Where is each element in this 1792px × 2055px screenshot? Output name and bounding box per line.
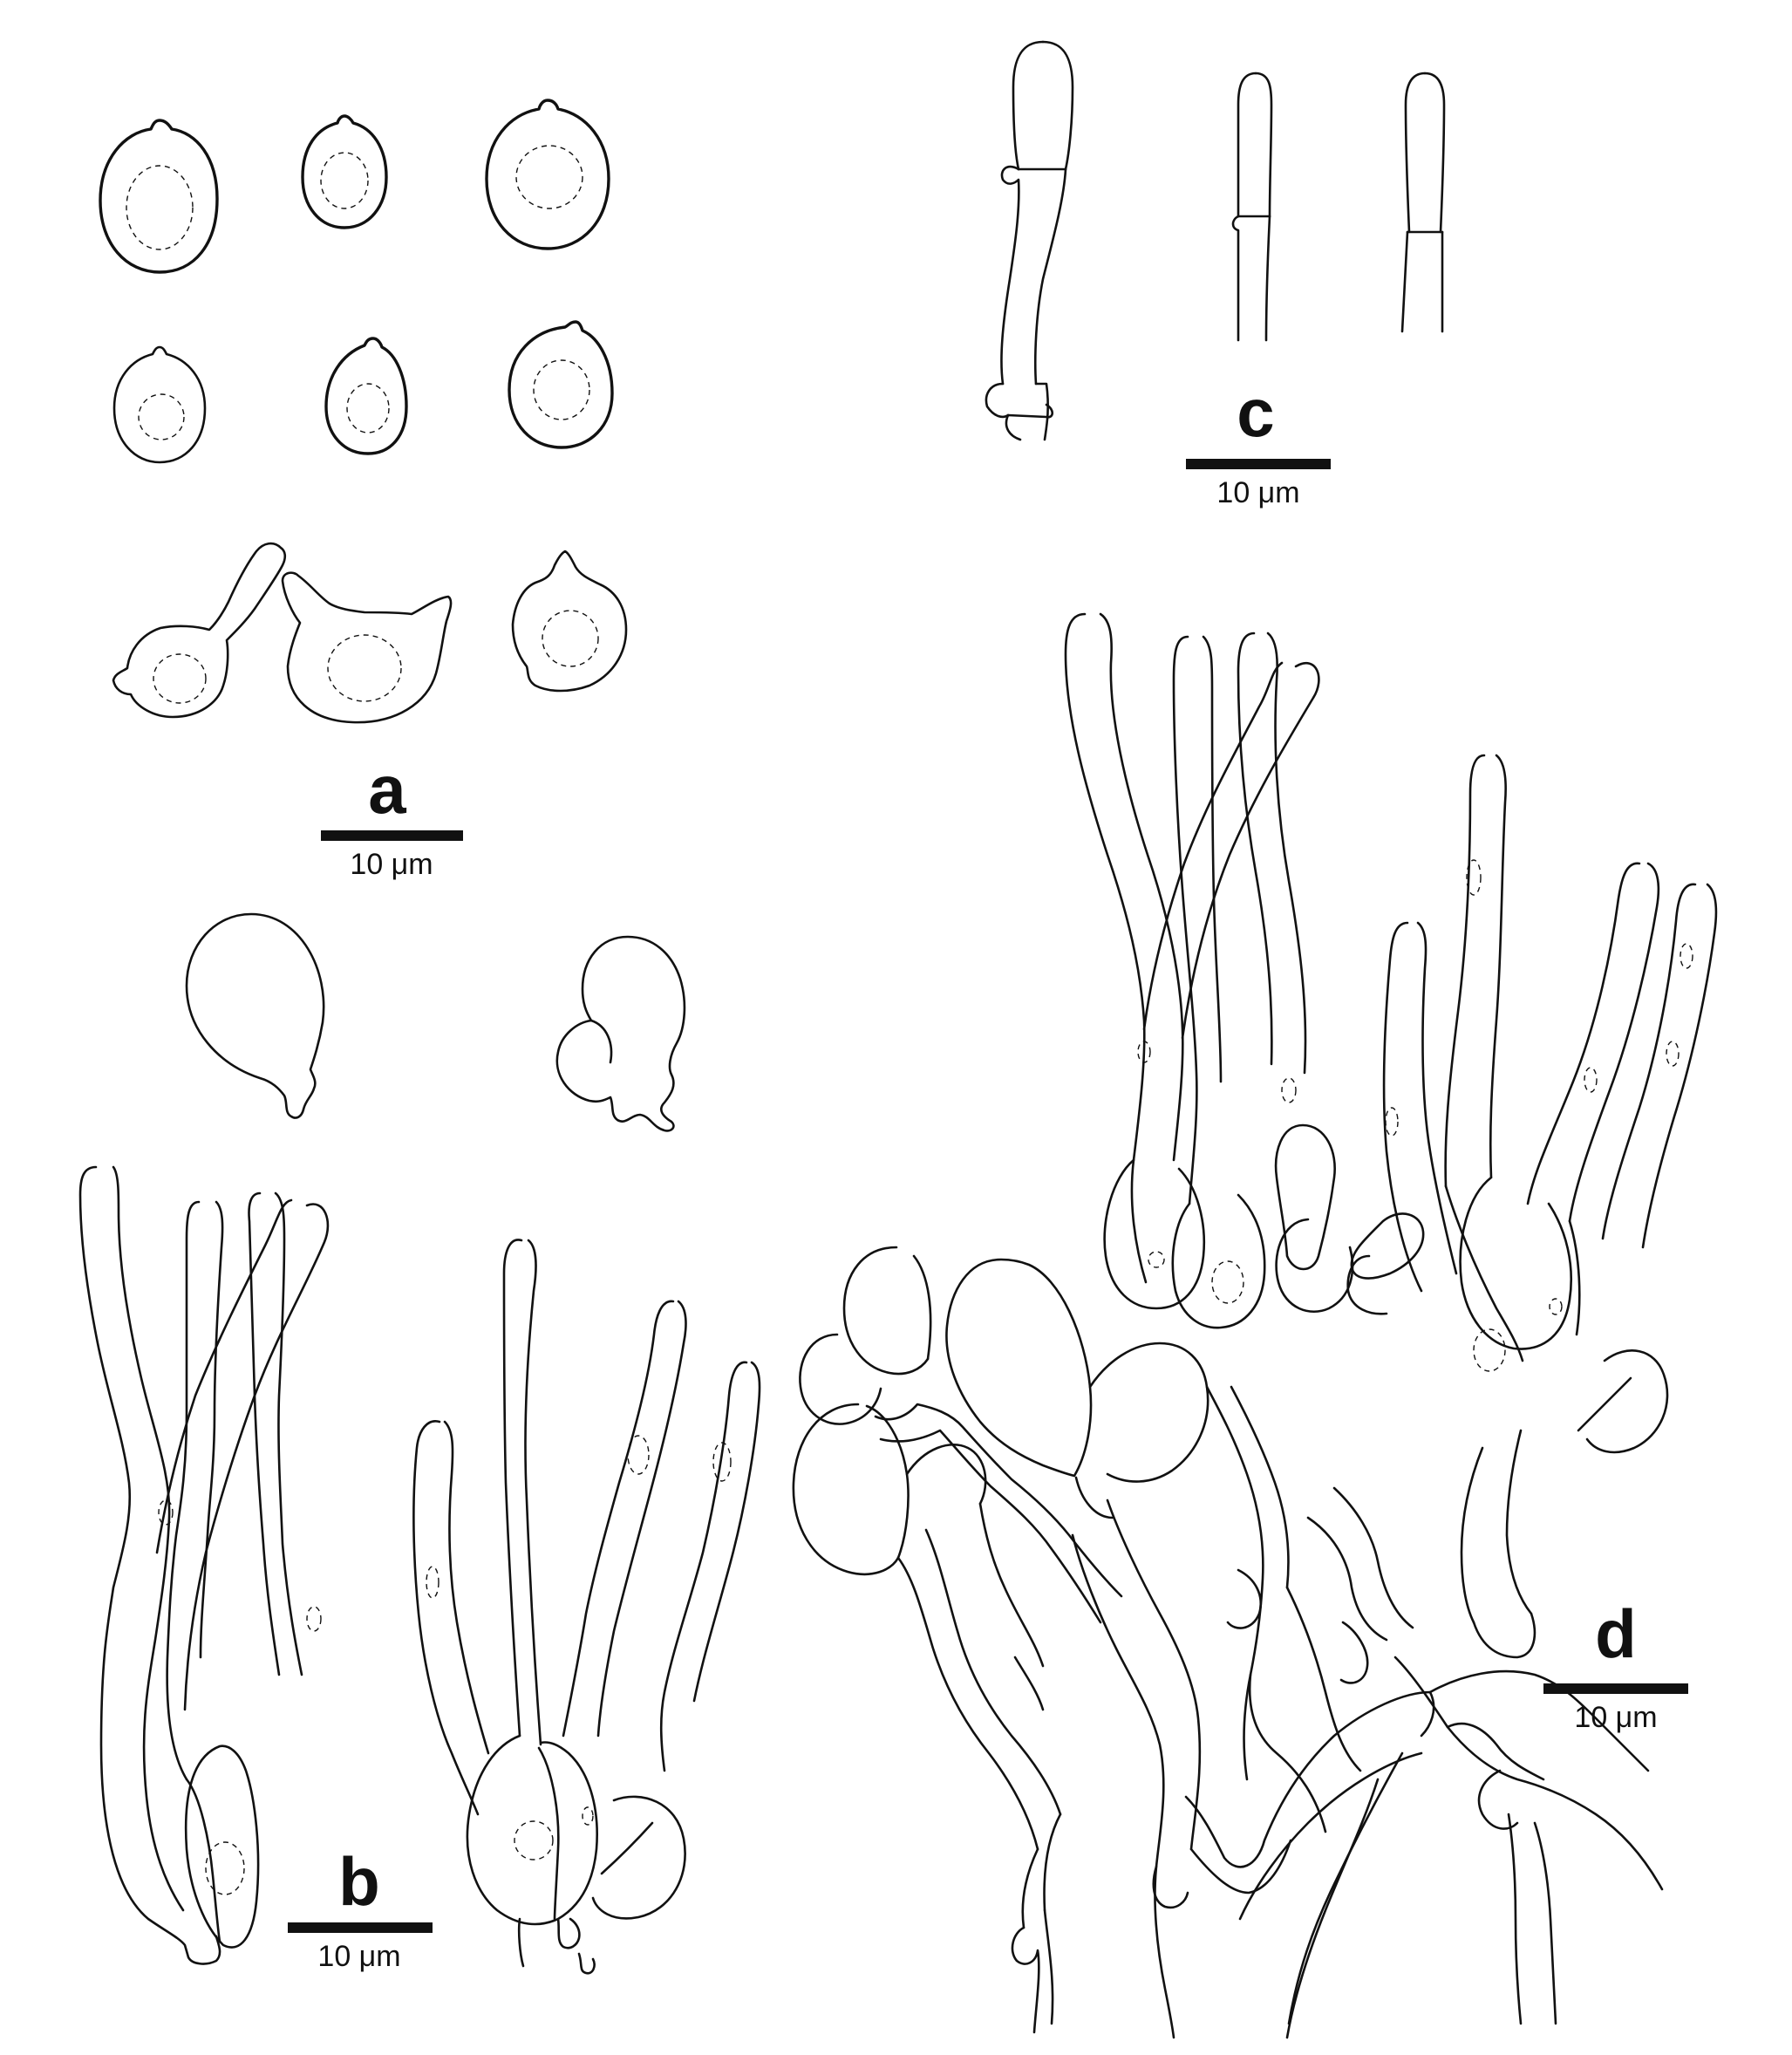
panel-a-scale-label: 10 μm bbox=[350, 848, 433, 881]
panel-c-letter: c bbox=[1237, 374, 1274, 451]
panel-d-letter: d bbox=[1595, 1595, 1637, 1672]
spore bbox=[485, 99, 610, 250]
panel-c-scale-label: 10 μm bbox=[1216, 476, 1299, 509]
panel-c-hyphae: c 10 μm bbox=[985, 40, 1446, 509]
panel-c-scale-bar bbox=[1186, 459, 1331, 469]
cystidium-cluster bbox=[412, 1239, 761, 1975]
panel-d-scale-label: 10 μm bbox=[1574, 1701, 1657, 1734]
spore bbox=[281, 571, 453, 724]
panel-a-letter: a bbox=[368, 751, 406, 828]
spore bbox=[112, 542, 287, 719]
spore bbox=[324, 337, 408, 455]
panel-d-cluster: d 10 μm bbox=[792, 612, 1718, 2039]
cell bbox=[555, 935, 686, 1132]
cell bbox=[185, 912, 325, 1119]
terminal-hypha bbox=[1231, 72, 1273, 342]
spore bbox=[511, 550, 628, 693]
terminal-hypha bbox=[1400, 72, 1446, 333]
panel-a-spores: a 10 μm bbox=[99, 99, 628, 881]
spore bbox=[112, 345, 207, 464]
spore bbox=[508, 320, 614, 449]
cystidium-cluster bbox=[78, 1165, 330, 1965]
terminal-hypha bbox=[985, 40, 1074, 441]
panel-a-scale-bar bbox=[321, 830, 463, 841]
spore bbox=[99, 119, 219, 274]
spore bbox=[301, 114, 388, 229]
panel-b-cystidia: b 10 μm bbox=[78, 912, 761, 1975]
panel-d-scale-bar bbox=[1543, 1683, 1688, 1694]
panel-b-scale-label: 10 μm bbox=[317, 1940, 400, 1973]
panel-b-letter: b bbox=[338, 1843, 380, 1920]
panel-b-scale-bar bbox=[288, 1922, 433, 1933]
